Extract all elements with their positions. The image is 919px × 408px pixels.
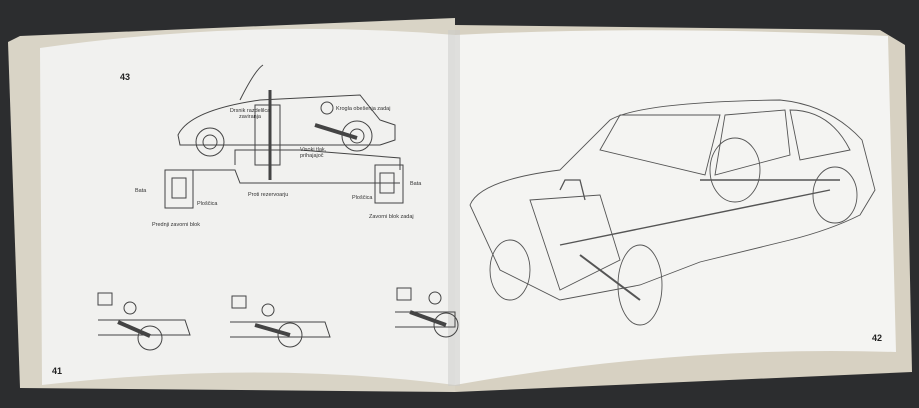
label-to-reservoir: Proti rezervoarju: [248, 192, 289, 198]
label-piston-right: Bata: [410, 181, 422, 187]
label-rear-block: Zavorni blok zadaj: [369, 214, 414, 220]
right-page: [455, 30, 896, 385]
left-page-number: 41: [52, 366, 63, 376]
label-high-pressure: Visoki tlak, prihajajoč: [300, 147, 327, 159]
suspension-schematic: [164, 64, 404, 209]
label-slide: Drsnik razdelilca zaviranja: [229, 108, 271, 120]
label-sphere: Krogla obešenja zadaj: [336, 106, 391, 112]
small-diagrams: [97, 287, 459, 351]
diagram-2: [230, 295, 331, 348]
right-page-number: 42: [872, 333, 883, 343]
label-pad-left: Ploščica: [197, 201, 218, 207]
figure-number: 43: [120, 72, 131, 82]
label-piston-left: Bata: [135, 188, 147, 194]
diagram-3: [395, 287, 459, 338]
diagram-1: [97, 292, 191, 351]
car-cutaway-drawing: [469, 99, 876, 326]
left-page: [40, 28, 455, 385]
label-pad-right: Ploščica: [352, 195, 373, 201]
label-front-block: Prednji zavorni blok: [152, 222, 200, 228]
